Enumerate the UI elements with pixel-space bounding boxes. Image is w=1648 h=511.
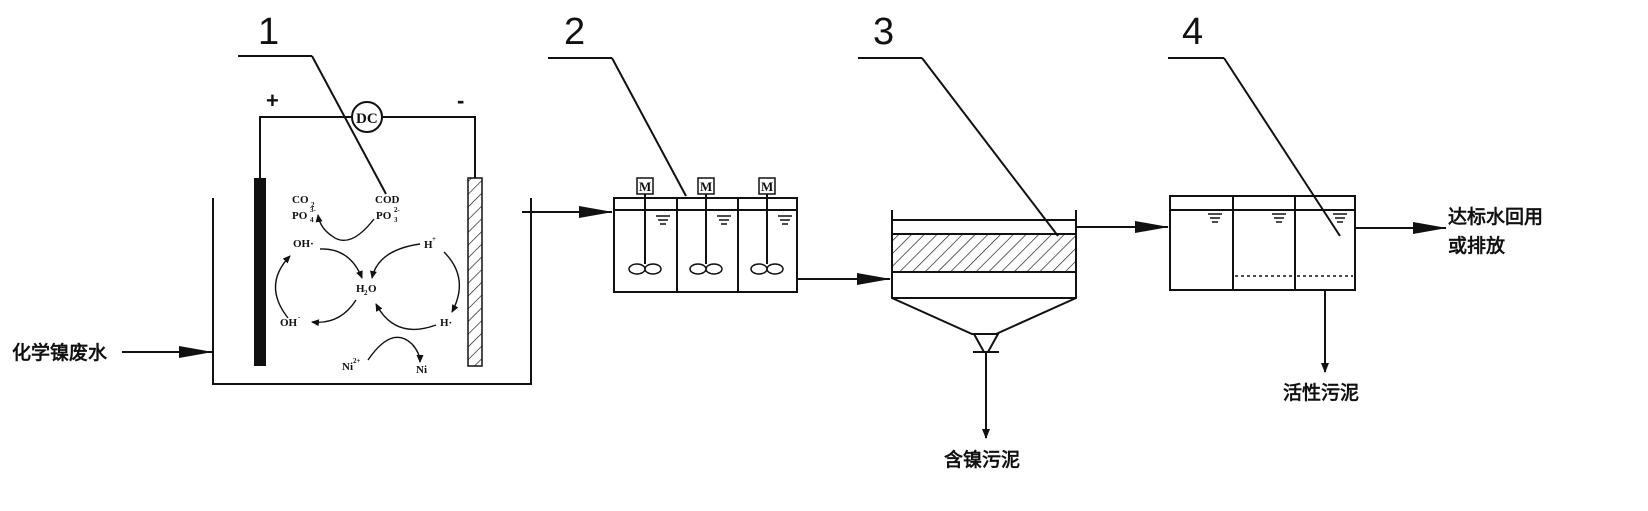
- filter-settler-tank: 含镍污泥: [891, 210, 1077, 471]
- cell-tank: [212, 198, 532, 385]
- inlet-label: 化学镍废水: [12, 341, 108, 364]
- motor-label-1: M: [639, 179, 651, 194]
- h2o-subscript: 2: [364, 289, 368, 297]
- co2-label: CO: [292, 194, 309, 206]
- oh-regeneration-arrow: [274, 255, 291, 319]
- leader-line-1: [311, 55, 387, 195]
- co2-subscript: 2: [311, 201, 315, 209]
- bio-tank: [1169, 195, 1356, 291]
- cod-label: COD: [375, 194, 400, 206]
- h-plus-superscript: +: [432, 235, 436, 243]
- ni-label: Ni: [416, 364, 427, 376]
- electrolysis-cell: DC + - CO 2 PO 3- 4 COD PO 2- 3 OH· H + …: [212, 88, 532, 385]
- sludge-valve: [972, 333, 1000, 353]
- impeller-3-right: [766, 263, 784, 275]
- leader-line-3: [921, 57, 1059, 237]
- reactor-chamber-2-stirrer: M: [689, 177, 731, 275]
- dc-label: DC: [356, 111, 378, 127]
- bio-water-level-symbol-3: [1333, 213, 1347, 223]
- oh-minus-label: OH: [280, 317, 298, 329]
- ni2-superscript: 2+: [353, 357, 361, 365]
- oxidation-arrow: [315, 214, 375, 241]
- h-radical-to-h2o-arrow: [375, 303, 437, 331]
- nickel-sludge-label: 含镍污泥: [944, 448, 1020, 471]
- h-radical-label: H·: [440, 317, 452, 329]
- cathode-minus-sign: -: [457, 88, 464, 113]
- leader-line-2: [611, 57, 687, 197]
- unit-number-3: 3: [873, 11, 894, 53]
- unit-number-4: 4: [1182, 11, 1203, 53]
- po3-subscript: 3: [394, 216, 398, 224]
- po4-label: PO: [292, 210, 308, 222]
- h-plus-to-h2o-arrow: [370, 243, 421, 279]
- unit-number-2: 2: [564, 11, 585, 53]
- h-plus-to-h-radical-arrow: [443, 251, 461, 313]
- water-level-symbol-3: [778, 215, 792, 225]
- outlet-label-line2: 或排放: [1448, 234, 1506, 257]
- ni-reduction-arrow: [367, 336, 424, 363]
- oh-radical-label: OH·: [293, 238, 314, 250]
- dc-circuit-wire: [259, 116, 476, 178]
- active-sludge-label: 活性污泥: [1283, 381, 1359, 404]
- water-level-symbol-2: [717, 215, 731, 225]
- h2o-oxygen: O: [368, 283, 377, 295]
- impeller-2-left: [689, 263, 707, 275]
- bio-water-level-symbol-1: [1208, 213, 1222, 223]
- biological-treatment-tank: 活性污泥: [1169, 195, 1359, 404]
- dc-power-source: [351, 101, 383, 133]
- anode-plate: [254, 178, 266, 366]
- motor-label-3: M: [761, 179, 773, 194]
- po4-superscript: 3-: [310, 206, 317, 214]
- outlet-label-line1: 达标水回用: [1448, 205, 1543, 228]
- po3-label: PO: [376, 210, 392, 222]
- ni2-label: Ni: [342, 361, 353, 373]
- reactor-chamber-1-stirrer: M: [628, 177, 670, 275]
- leader-line-4: [1223, 57, 1341, 237]
- h-plus-label: H: [424, 239, 433, 251]
- oh-to-h2o-arrow: [319, 248, 363, 279]
- impeller-1-left: [628, 263, 646, 275]
- impeller-1-right: [644, 263, 662, 275]
- motor-label-2: M: [700, 179, 712, 194]
- unit-number-labels: 1 2 3 4: [238, 11, 1341, 237]
- po3-superscript: 2-: [394, 206, 401, 214]
- bio-water-level-symbol-2: [1272, 213, 1286, 223]
- cathode-plate: [467, 177, 483, 367]
- h2o-label: H: [356, 283, 365, 295]
- oh-minus-superscript: -: [298, 313, 301, 321]
- stirred-reactor-series: M M M: [613, 177, 798, 293]
- po4-subscript: 4: [310, 216, 314, 224]
- impeller-3-left: [750, 263, 768, 275]
- reactor-chamber-3-stirrer: M: [750, 177, 792, 275]
- filter-media-layer: [891, 233, 1077, 273]
- water-level-symbol-1: [656, 215, 670, 225]
- unit-number-1: 1: [258, 11, 279, 53]
- h2o-to-oh-minus-arrow: [311, 299, 357, 327]
- impeller-2-right: [705, 263, 723, 275]
- anode-plus-sign: +: [266, 88, 279, 113]
